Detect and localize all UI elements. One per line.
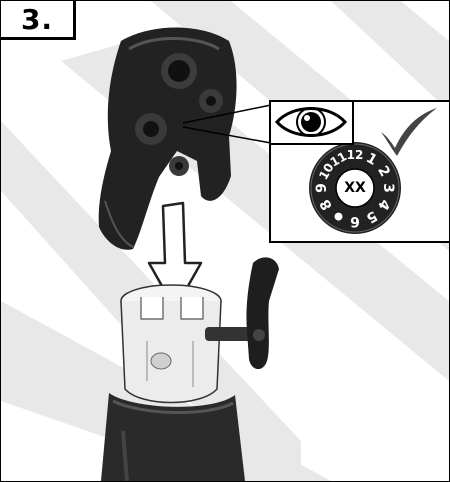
tool-body xyxy=(101,393,245,481)
callout-lines xyxy=(182,104,272,144)
seal-marked-dot xyxy=(334,212,343,221)
seal-month-12: 12 xyxy=(347,148,364,162)
tool-housing xyxy=(120,284,222,404)
seal-center-text: XX xyxy=(344,180,366,196)
inspection-inset: 123456789101112 XX xyxy=(269,100,449,243)
inset-graphic: 123456789101112 XX xyxy=(309,108,437,234)
step-number-box: 3. xyxy=(1,1,76,40)
press-jaw xyxy=(98,27,237,250)
inspection-seal: 123456789101112 xyxy=(309,142,401,234)
seal-month-6: 6 xyxy=(350,213,360,229)
seal-month-9: 9 xyxy=(314,183,330,193)
eye-icon xyxy=(274,107,348,137)
seal-month-3: 3 xyxy=(380,183,396,193)
step-number: 3. xyxy=(20,2,54,36)
locking-bolt xyxy=(205,257,279,370)
checkmark-icon xyxy=(381,108,437,156)
eye-box xyxy=(269,100,354,145)
